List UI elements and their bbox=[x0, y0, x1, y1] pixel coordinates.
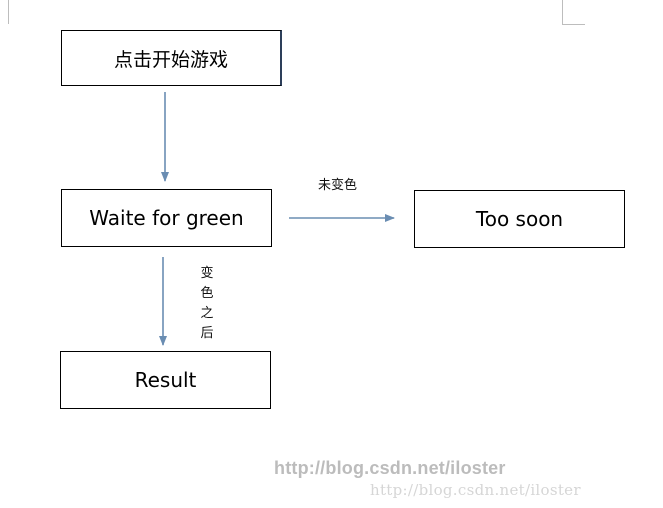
edge-label-after-change-char: 变 bbox=[200, 266, 214, 281]
page-corner-mark-right bbox=[562, 0, 585, 25]
node-start-game: 点击开始游戏 bbox=[61, 30, 282, 86]
edge-label-after-change: 变 色 之 后 bbox=[199, 264, 215, 344]
node-too-soon: Too soon bbox=[414, 190, 625, 248]
node-start-game-label: 点击开始游戏 bbox=[113, 48, 228, 71]
watermark-url-faint: http://blog.csdn.net/iloster bbox=[370, 481, 581, 499]
node-wait-for-green-label: Waite for green bbox=[89, 206, 244, 230]
node-result-label: Result bbox=[134, 368, 197, 392]
edge-label-after-change-char: 色 bbox=[200, 286, 214, 301]
edge-label-after-change-char: 之 bbox=[200, 306, 214, 321]
watermark-url: http://blog.csdn.net/iloster bbox=[274, 458, 506, 478]
edge-label-not-changed: 未变色 bbox=[318, 178, 358, 193]
node-too-soon-label: Too soon bbox=[475, 207, 564, 231]
page-corner-mark-left bbox=[0, 0, 9, 24]
node-wait-for-green: Waite for green bbox=[61, 189, 272, 247]
edge-label-after-change-char: 后 bbox=[200, 326, 214, 341]
node-result: Result bbox=[60, 351, 271, 409]
